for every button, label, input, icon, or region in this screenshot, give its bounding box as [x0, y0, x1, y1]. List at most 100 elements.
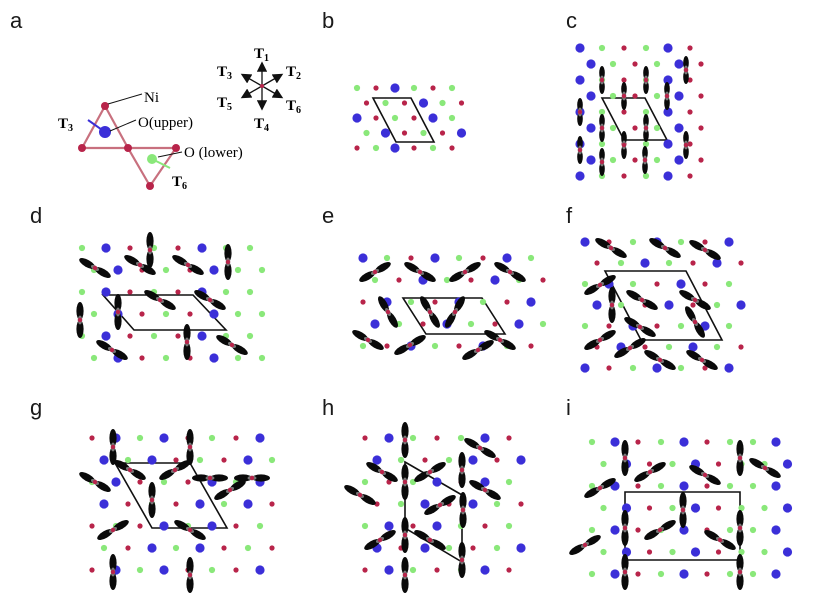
o-lower-atom — [629, 364, 637, 372]
ni-atom — [622, 525, 628, 531]
o-lower-atom — [234, 266, 242, 274]
o-lower-atom — [677, 322, 685, 330]
o-lower-atom — [124, 456, 132, 464]
ni-atom — [221, 545, 227, 551]
o-upper-atom — [456, 128, 467, 138]
orbital-lobe — [683, 56, 689, 70]
ni-atom — [687, 141, 693, 147]
o-lower-atom — [609, 124, 617, 132]
ni-atom — [408, 255, 414, 261]
ni-atom — [639, 297, 645, 303]
o-upper-atom — [480, 433, 490, 443]
o-upper-atom — [480, 565, 490, 575]
ni-atom — [385, 309, 391, 315]
orbital-lobe — [210, 474, 228, 482]
ni-atom — [402, 479, 408, 485]
ni-atom — [410, 523, 416, 529]
ni-atom — [127, 245, 133, 251]
o-upper-atom — [580, 237, 590, 247]
ni-atom — [110, 569, 116, 575]
o-lower-atom — [761, 548, 768, 556]
ni-atom — [632, 61, 638, 67]
o-lower-atom — [244, 544, 252, 552]
ni-atom — [363, 100, 370, 106]
ni-atom — [506, 567, 512, 573]
o-upper-atom — [712, 258, 722, 268]
ni-atom — [354, 145, 360, 151]
ni-atom — [690, 302, 696, 308]
orbital-lobe — [401, 517, 409, 535]
o-lower-atom — [258, 266, 266, 274]
ni-atom — [434, 567, 440, 573]
panel-letter-i: i — [566, 395, 571, 420]
o-lower-atom — [383, 254, 391, 262]
o-lower-atom — [749, 482, 757, 490]
ni-atom — [456, 343, 462, 349]
ni-atom — [577, 147, 583, 153]
o-lower-atom — [361, 522, 369, 530]
ni-atom — [157, 297, 163, 303]
ni-atom — [77, 317, 83, 323]
orbital-lobe — [621, 528, 629, 546]
ni-atom — [269, 545, 275, 551]
panel-a-diagram: Ni O(upper) O (lower) T3 T6 — [58, 90, 243, 192]
ni-atom — [137, 523, 143, 529]
o-lower-atom — [600, 548, 607, 556]
o-upper-atom — [418, 98, 429, 108]
o-lower-atom — [363, 129, 370, 137]
ni-atom — [646, 549, 653, 555]
o-lower-atom — [669, 504, 676, 512]
o-lower-atom — [726, 438, 734, 446]
ni-atom — [137, 262, 143, 268]
ni-atom — [664, 93, 670, 99]
o-lower-atom — [222, 288, 230, 296]
ni-atom — [518, 501, 524, 507]
o-upper-atom — [209, 353, 219, 363]
o-upper-atom — [101, 243, 111, 253]
panel-letter-a: a — [10, 8, 23, 33]
o-upper-atom — [580, 363, 590, 373]
ni-atom — [402, 437, 408, 443]
ni-atom — [459, 467, 465, 473]
ni-atom — [687, 45, 693, 51]
ni-atom — [110, 527, 116, 533]
o-upper-atom — [147, 543, 157, 553]
ni-atom — [643, 125, 649, 131]
o-upper-atom — [575, 171, 585, 181]
o-lower-atom — [467, 320, 475, 328]
o-upper-atom — [663, 107, 673, 117]
o-lower-atom — [581, 322, 589, 330]
orbital-lobe — [736, 554, 744, 572]
o-lower-atom — [617, 259, 625, 267]
orbital-lobe — [252, 474, 270, 482]
ni-atom — [635, 483, 641, 489]
o-lower-atom — [162, 310, 170, 318]
o-upper-atom — [195, 499, 205, 509]
o-lower-atom — [160, 478, 168, 486]
ni-atom — [184, 339, 190, 345]
orbital-lobe — [736, 528, 744, 546]
ni-atom — [233, 435, 239, 441]
ni-atom — [233, 567, 239, 573]
ni-atom — [692, 319, 698, 325]
o-lower-atom — [598, 44, 606, 52]
arrow-t5 — [240, 85, 263, 99]
ni-atom — [221, 457, 227, 463]
o-upper-atom — [420, 543, 430, 553]
o-lower-atom — [397, 456, 405, 464]
o-upper-atom — [610, 569, 620, 579]
ni-atom — [762, 465, 768, 471]
orbital-lobe — [608, 305, 616, 323]
o-lower-atom — [445, 544, 453, 552]
o-upper-atom — [432, 521, 442, 531]
ni-atom — [528, 343, 534, 349]
o-lower-atom — [353, 84, 361, 92]
orbital-lobe — [186, 557, 194, 575]
ni-atom — [427, 309, 433, 315]
o-upper-atom — [209, 309, 219, 319]
o-lower-atom — [642, 140, 650, 148]
o-upper-atom — [575, 43, 585, 53]
ni-atom — [657, 527, 663, 533]
orbital-lobe — [642, 160, 648, 174]
orbital-lobe — [401, 575, 409, 593]
